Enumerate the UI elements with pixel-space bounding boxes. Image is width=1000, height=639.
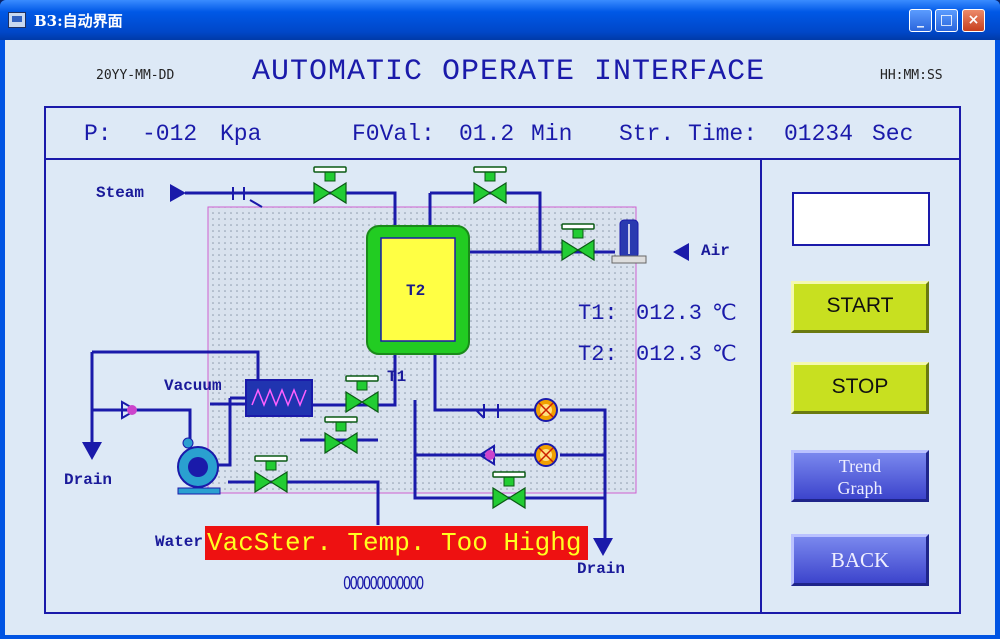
f0-unit: Min	[531, 121, 573, 147]
heat-exchanger	[245, 379, 313, 417]
air-label: Air	[701, 242, 730, 260]
stop-button[interactable]: STOP	[791, 362, 929, 414]
str-time-unit: Sec	[872, 121, 914, 147]
steam-inlet-arrow	[170, 184, 186, 202]
start-button[interactable]: START	[791, 281, 929, 333]
drain-label-right: Drain	[577, 560, 626, 578]
str-time-value: 01234	[784, 121, 854, 147]
back-button[interactable]: BACK	[791, 534, 929, 586]
display-box	[792, 192, 930, 246]
air-filter-icon	[611, 219, 647, 264]
date-display: 20YY-MM-DD	[96, 68, 175, 83]
pressure-label: P:	[84, 121, 112, 147]
t1-unit: ℃	[712, 302, 737, 327]
t1-tag: T1	[387, 368, 407, 386]
close-button[interactable]: ×	[962, 9, 985, 32]
valve-steam[interactable]	[313, 166, 347, 204]
water-label: Water	[155, 533, 204, 551]
check-valve	[475, 404, 499, 419]
vacuum-label: Vacuum	[164, 377, 222, 395]
window-icon	[8, 12, 26, 28]
window-title: B3:自动界面	[34, 12, 123, 30]
t2-unit: ℃	[712, 343, 737, 368]
sensor-dot	[127, 405, 137, 415]
valve-top[interactable]	[473, 166, 507, 204]
time-display: HH:MM:SS	[880, 68, 943, 83]
page-title: AUTOMATIC OPERATE INTERFACE	[252, 55, 766, 89]
heater-icon-2	[534, 443, 558, 467]
status-divider	[44, 158, 961, 160]
main-frame	[44, 106, 961, 614]
piping	[90, 191, 615, 540]
steam-label: Steam	[96, 184, 145, 202]
f0-label: F0Val:	[352, 121, 435, 147]
t2-label: T2:	[578, 342, 618, 367]
vacuum-pump-icon	[177, 437, 221, 495]
trend-graph-button[interactable]: Trend Graph	[791, 450, 929, 502]
t1-value: 012.3	[636, 301, 703, 326]
t1-label: T1:	[578, 301, 618, 326]
trend-button-line1: Trend	[838, 456, 882, 476]
drain-arrow-right	[593, 538, 613, 556]
title-bar[interactable]: B3:自动界面 _ □ ×	[0, 0, 1000, 40]
steam-trap	[232, 187, 263, 208]
panel-divider	[760, 159, 762, 614]
trend-button-line2: Graph	[837, 478, 883, 498]
minimize-button[interactable]: _	[909, 9, 932, 32]
tank-label: T2	[406, 282, 426, 300]
air-inlet-arrow	[673, 243, 689, 261]
drain-label-left: Drain	[64, 471, 113, 489]
pressure-value: -012	[142, 121, 198, 147]
drain-arrow-left	[82, 442, 102, 460]
counter-display: 000000000000	[343, 573, 424, 594]
alarm-banner: VacSter. Temp. Too Highg	[205, 526, 588, 560]
heater-icon	[534, 398, 558, 422]
pressure-unit: Kpa	[220, 121, 262, 147]
t2-value: 012.3	[636, 342, 703, 367]
str-time-label: Str. Time:	[619, 121, 758, 147]
sensor-dot-2	[485, 450, 495, 460]
maximize-button[interactable]: □	[935, 9, 958, 32]
f0-value: 01.2	[459, 121, 515, 147]
